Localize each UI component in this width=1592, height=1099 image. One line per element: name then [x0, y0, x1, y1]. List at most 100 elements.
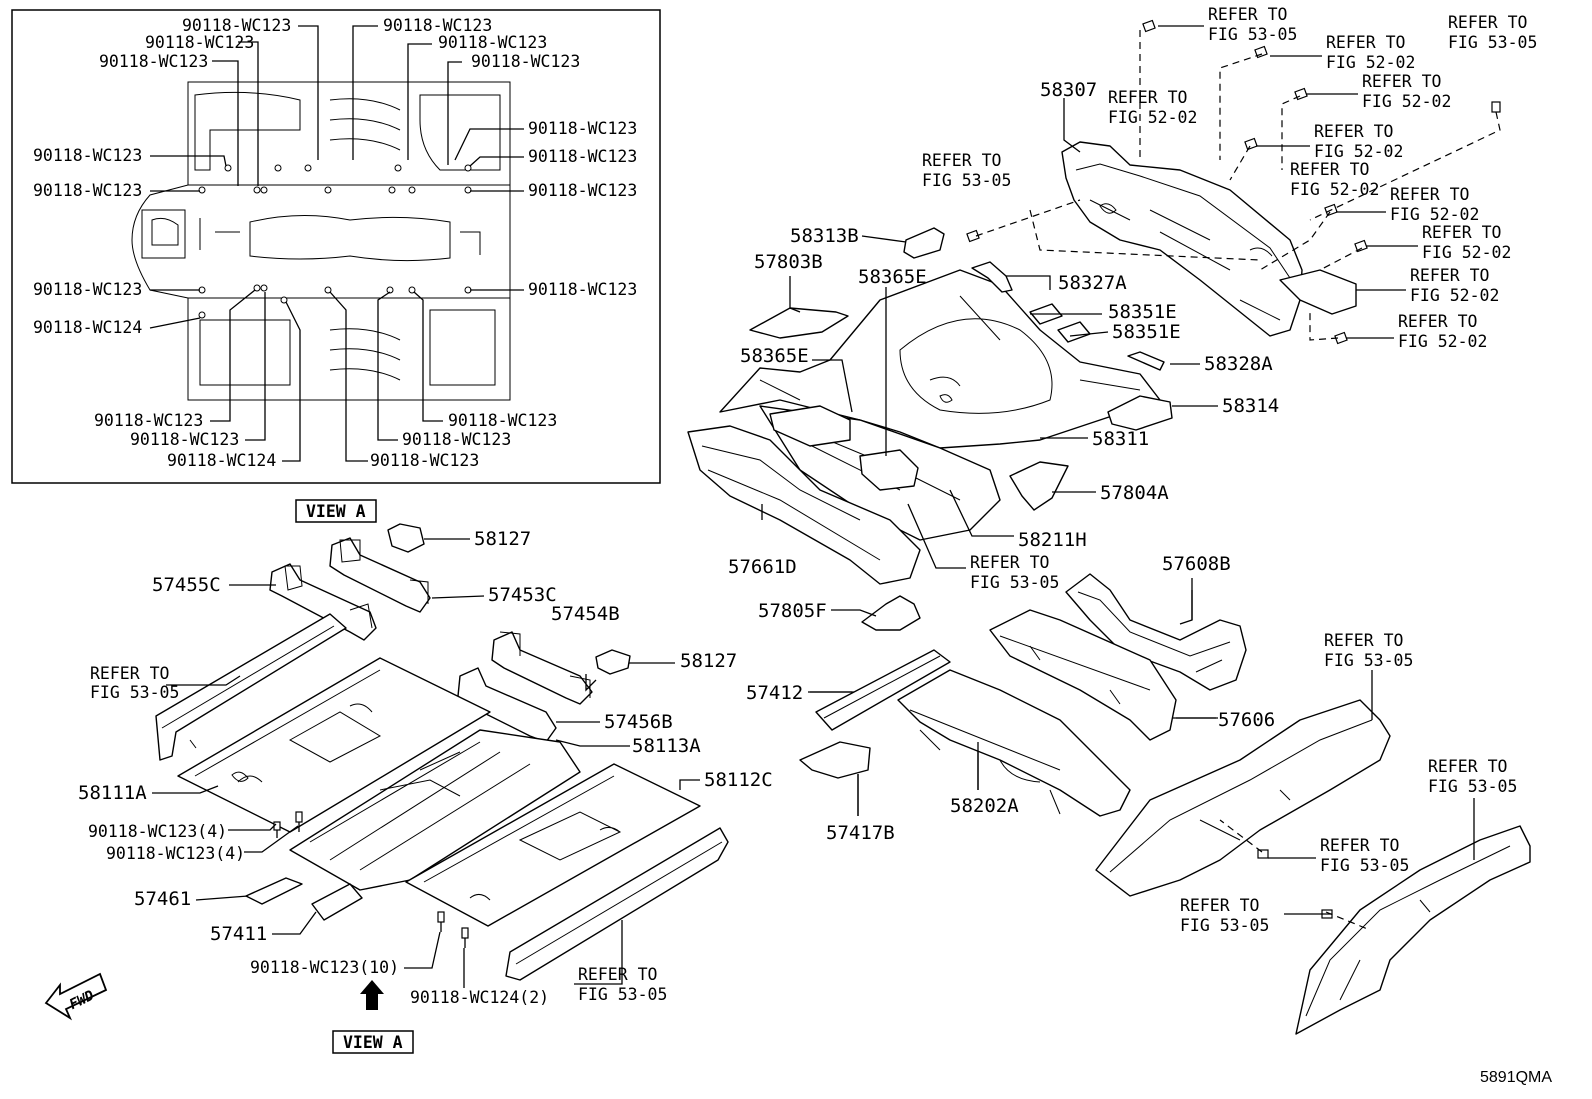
label-58127-a: 58127 [474, 528, 531, 550]
part-rear-side-member-upper [1095, 699, 1391, 897]
part-58365E-a [769, 405, 851, 447]
label-58202A: 58202A [950, 795, 1019, 817]
label-58211H: 58211H [1018, 529, 1087, 551]
inset-label-l-3: 90118-WC124 [33, 318, 142, 337]
refer-fig-r10: FIG 52-02 [1422, 243, 1511, 262]
label-57411: 57411 [210, 923, 267, 945]
refer-fig-r7: FIG 52-02 [1314, 142, 1403, 161]
part-57454B [491, 631, 593, 705]
refer-to-r9: REFER TO [1390, 185, 1469, 204]
label-58327A: 58327A [1058, 272, 1127, 294]
part-58113A [289, 729, 581, 891]
part-58365E-b [859, 449, 919, 491]
inset-label-tl-0: 90118-WC123 [182, 16, 291, 35]
part-57412 [815, 649, 951, 731]
inset-frame [11, 9, 661, 484]
refer-fig-m2: FIG 53-05 [1428, 777, 1517, 796]
inset-label-b-1: 90118-WC123 [130, 430, 239, 449]
refer-fig-r9: FIG 52-02 [1390, 205, 1479, 224]
refer-to-r8: REFER TO [1290, 160, 1369, 179]
label-57803B: 57803B [754, 251, 823, 273]
inset-label-l-2: 90118-WC123 [33, 280, 142, 299]
part-58111A [177, 657, 491, 833]
refer-fig-r6: FIG 52-02 [1362, 92, 1451, 111]
label-58314: 58314 [1222, 395, 1279, 417]
part-58112C [405, 763, 701, 927]
refer-to-r5: REFER TO [1448, 13, 1527, 32]
label-58112C: 58112C [704, 769, 773, 791]
refer-fig-front-left: FIG 53-05 [90, 683, 179, 702]
inset-label-tr-2: 90118-WC123 [471, 52, 580, 71]
label-58313B: 58313B [790, 225, 859, 247]
refer-fig-r11: FIG 52-02 [1410, 286, 1499, 305]
inset-label-b-4: 90118-WC123 [402, 430, 511, 449]
inset-view-a: 90118-WC123 90118-WC123 90118-WC123 9011… [11, 9, 661, 484]
label-57453C: 57453C [488, 584, 557, 606]
view-a-top: VIEW A [295, 499, 377, 523]
front-floor-group: 58127 57455C 57453C 57454B 58127 57456B … [78, 523, 773, 1007]
refer-to-m4: REFER TO [1180, 896, 1259, 915]
label-57455C: 57455C [152, 574, 221, 596]
part-58313B [903, 227, 945, 259]
label-57417B: 57417B [826, 822, 895, 844]
label-58127-b: 58127 [680, 650, 737, 672]
inset-fastener-dots [198, 164, 472, 319]
refer-to-m2: REFER TO [1428, 757, 1507, 776]
label-fastener-2: 90118-WC123(4) [106, 844, 245, 863]
refer-fig-58211H: FIG 53-05 [970, 573, 1059, 592]
refer-fig-r1: FIG 53-05 [922, 171, 1011, 190]
refer-fig-m3: FIG 53-05 [1320, 856, 1409, 875]
inset-label-b-2: 90118-WC124 [167, 451, 276, 470]
refer-fig-r5: FIG 53-05 [1448, 33, 1537, 52]
inset-label-tl-1: 90118-WC123 [145, 33, 254, 52]
label-57606: 57606 [1218, 709, 1275, 731]
label-fastener-4: 90118-WC124(2) [410, 988, 549, 1007]
refer-fig-r4: FIG 52-02 [1326, 53, 1415, 72]
label-57456B: 57456B [604, 711, 673, 733]
part-57453C [329, 537, 431, 613]
part-58328A [1127, 351, 1165, 371]
part-58314 [1107, 395, 1173, 431]
inset-label-r-0: 90118-WC123 [528, 119, 637, 138]
inset-label-r-1: 90118-WC123 [528, 147, 637, 166]
label-58311: 58311 [1092, 428, 1149, 450]
label-58351E-a: 58351E [1108, 301, 1177, 323]
view-a-bottom-label: VIEW A [343, 1033, 403, 1052]
label-58307: 58307 [1040, 79, 1097, 101]
part-58351E-b [1057, 321, 1091, 343]
label-57804A: 57804A [1100, 482, 1169, 504]
inset-label-r-2: 90118-WC123 [528, 181, 637, 200]
part-58127-a [387, 523, 425, 553]
label-58111A: 58111A [78, 782, 147, 804]
fwd-arrow-icon: FWD [44, 972, 108, 1021]
refer-to-r12: REFER TO [1398, 312, 1477, 331]
inset-label-b-3: 90118-WC123 [370, 451, 479, 470]
label-57454B: 57454B [551, 603, 620, 625]
part-58307 [1061, 141, 1303, 337]
refer-to-r2: REFER TO [1208, 5, 1287, 24]
view-a-arrow [360, 980, 384, 1010]
refer-fig-m1: FIG 53-05 [1324, 651, 1413, 670]
refer-fig-front-bottom: FIG 53-05 [578, 985, 667, 1004]
diagram-code: 5891QMA [1480, 1069, 1552, 1086]
rear-members-group: 57608B 57412 57606 57417B 58202A REFER T… [746, 553, 1531, 1035]
inset-label-l-1: 90118-WC123 [33, 181, 142, 200]
refer-fig-m4: FIG 53-05 [1180, 916, 1269, 935]
refer-to-r4: REFER TO [1326, 33, 1405, 52]
label-57608B: 57608B [1162, 553, 1231, 575]
refer-fig-r8: FIG 52-02 [1290, 180, 1379, 199]
label-57805F: 57805F [758, 600, 827, 622]
part-rear-side-member-lower [1295, 825, 1531, 1035]
view-a-bottom: VIEW A [332, 1030, 414, 1054]
refer-fig-r3: FIG 52-02 [1108, 108, 1197, 127]
label-58365E-top: 58365E [858, 266, 927, 288]
refer-to-r6: REFER TO [1362, 72, 1441, 91]
label-58113A: 58113A [632, 735, 701, 757]
label-fastener-1: 90118-WC123(4) [88, 822, 227, 841]
refer-fig-r12: FIG 52-02 [1398, 332, 1487, 351]
view-a-top-label: VIEW A [306, 502, 366, 521]
refer-to-r7: REFER TO [1314, 122, 1393, 141]
label-57661D: 57661D [728, 556, 797, 578]
inset-label-tl-2: 90118-WC123 [99, 52, 208, 71]
